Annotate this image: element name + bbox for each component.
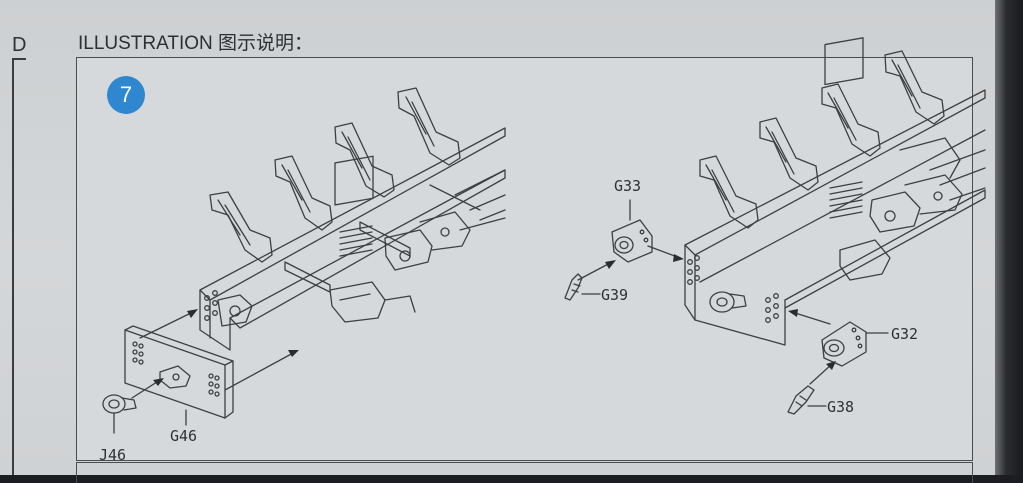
bumper-plate-g46: [124, 325, 234, 419]
page-title: ILLUSTRATION 图示说明：: [78, 33, 314, 54]
bracket-g32: [821, 321, 889, 367]
part-label-g33: G33: [614, 177, 642, 195]
left-rule-top: [12, 58, 26, 60]
right-chassis-frame: [684, 37, 986, 346]
part-label-j46: J46: [99, 446, 127, 464]
left-rule: [12, 58, 14, 475]
bracket-g33: [611, 199, 653, 263]
left-chassis-frame: [199, 87, 506, 351]
section-letter: D: [12, 34, 27, 56]
page-edge-shadow: [995, 0, 1023, 475]
left-arrows: [131, 310, 296, 399]
part-label-g32: G32: [891, 325, 919, 343]
tow-hook-j46: [102, 394, 137, 434]
part-label-g39: G39: [601, 286, 629, 304]
pin-g38: [787, 385, 827, 415]
step-number-badge: 7: [107, 76, 145, 114]
right-arrows: [577, 245, 833, 385]
part-label-g38: G38: [827, 398, 855, 416]
next-panel-edge: [76, 462, 973, 483]
part-label-g46: G46: [170, 427, 198, 445]
